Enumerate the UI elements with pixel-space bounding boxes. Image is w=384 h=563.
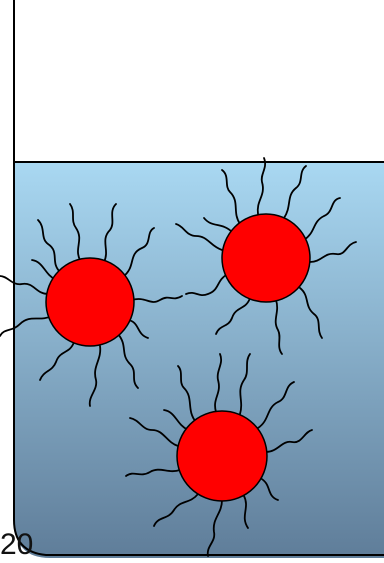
particle-core [222,214,310,302]
corner-text: 20 [0,530,34,558]
particle-core [46,258,134,346]
particle-core [177,411,267,501]
liquid [14,162,384,558]
